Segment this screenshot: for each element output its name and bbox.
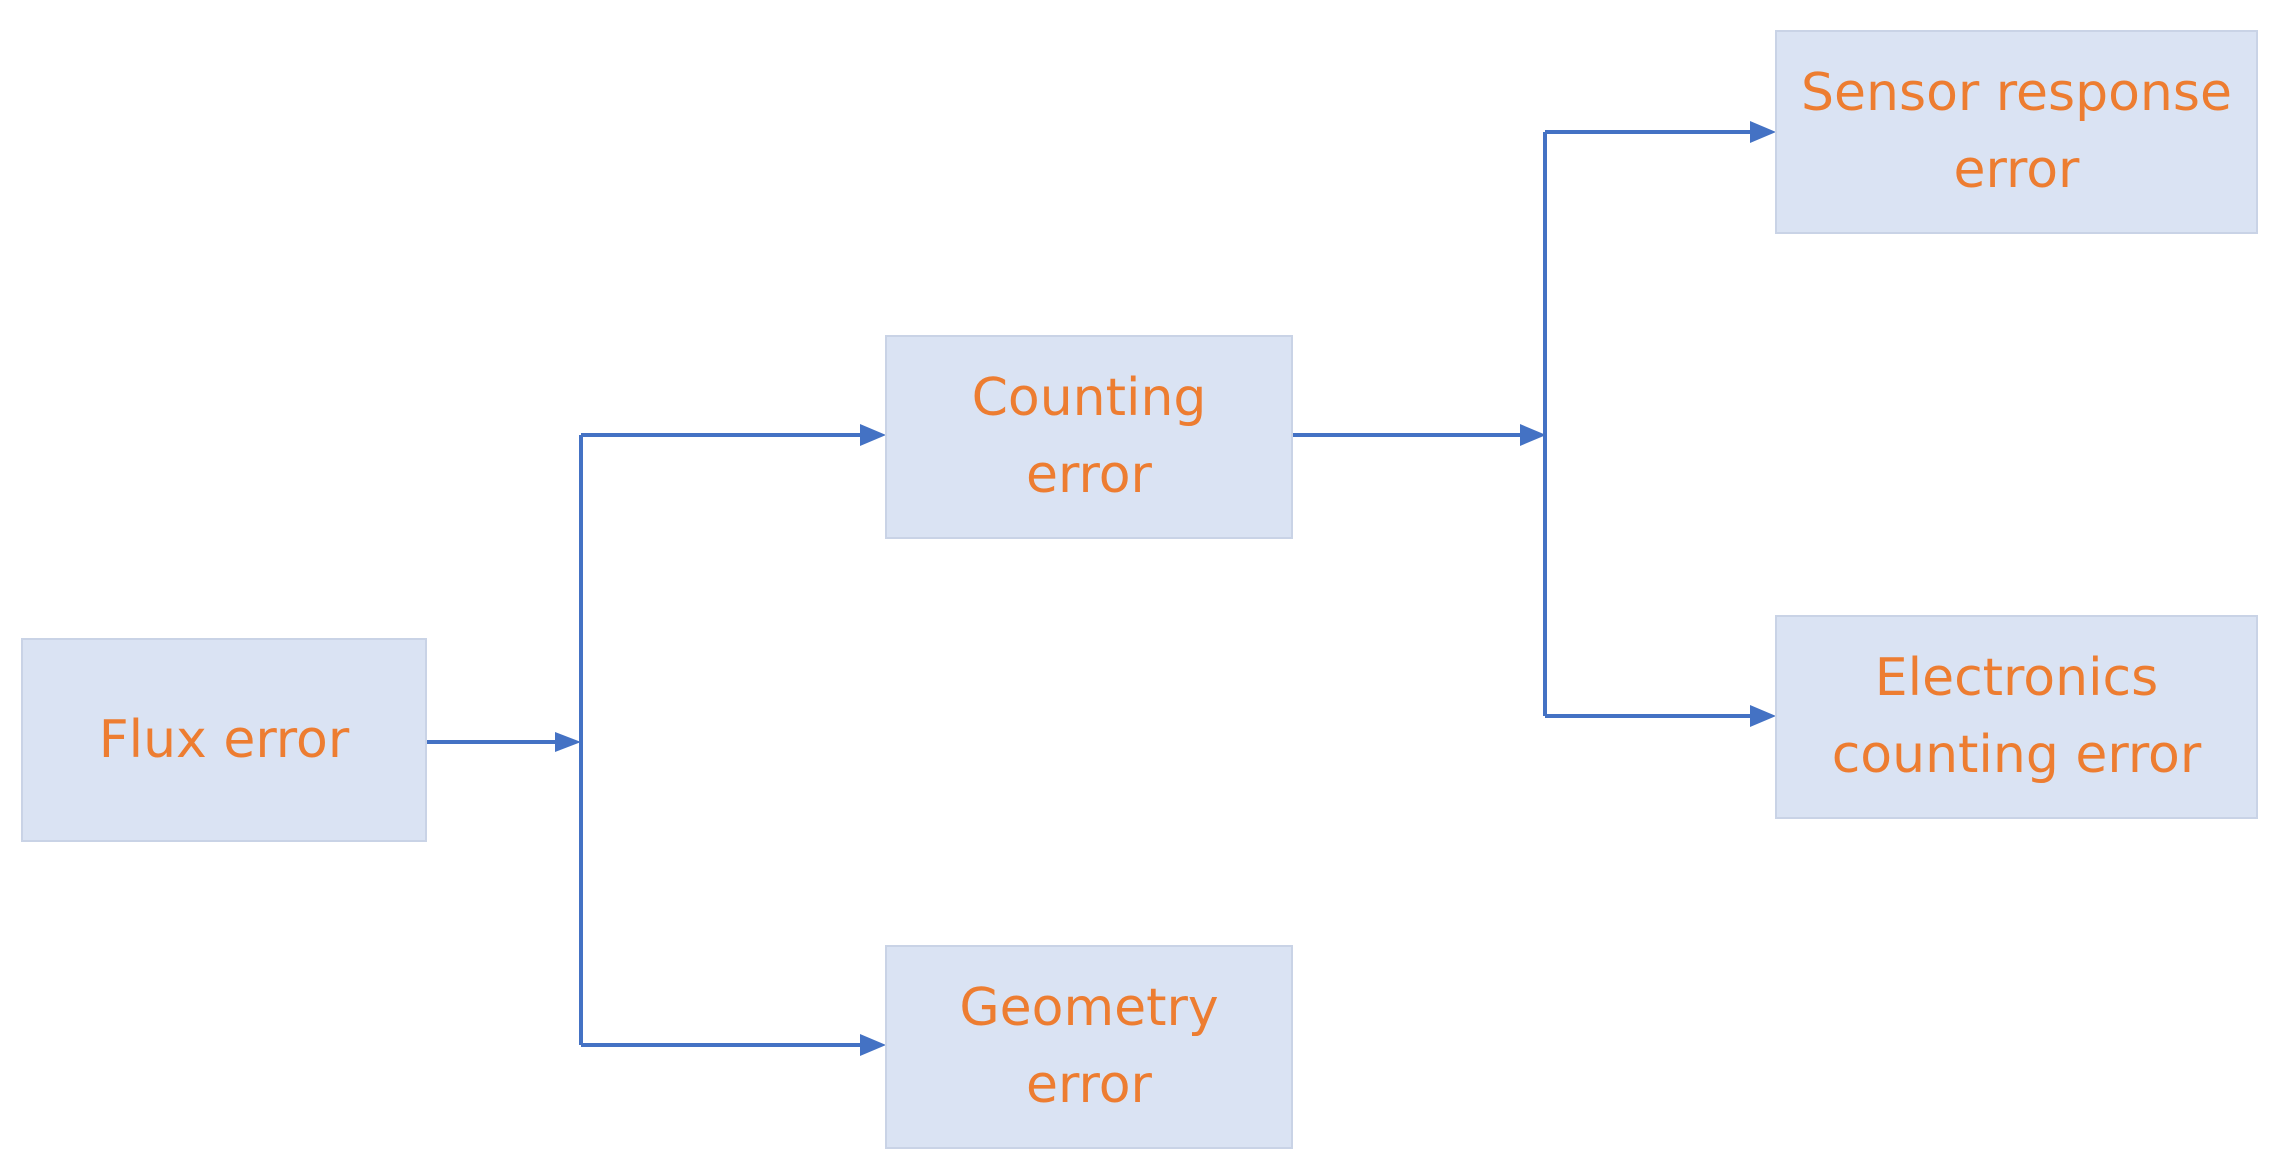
- node-flux-error: Flux error: [21, 638, 427, 842]
- node-counting-error: Counting error: [885, 335, 1293, 539]
- node-flux-error-label: Flux error: [98, 709, 350, 770]
- node-counting-error-label: Counting error: [971, 368, 1207, 505]
- node-electronics-counting-error-label: Electronics counting error: [1831, 648, 2202, 785]
- arrowhead-flux-junction: [555, 732, 581, 752]
- node-sensor-response-error-label: Sensor response error: [1801, 63, 2232, 200]
- node-electronics-counting-error: Electronics counting error: [1775, 615, 2258, 819]
- node-geometry-error-label: Geometry error: [959, 978, 1219, 1115]
- arrowhead-electronics: [1750, 705, 1776, 727]
- node-sensor-response-error: Sensor response error: [1775, 30, 2258, 234]
- arrowhead-sensor: [1750, 121, 1776, 143]
- arrowhead-counting-junction: [1520, 424, 1546, 446]
- arrowhead-counting: [860, 424, 886, 446]
- arrowhead-geometry: [860, 1034, 886, 1056]
- node-geometry-error: Geometry error: [885, 945, 1293, 1149]
